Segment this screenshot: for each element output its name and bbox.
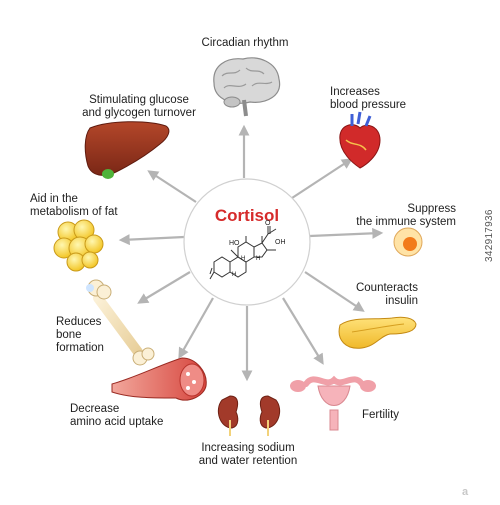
label-circadian-rhythm: Circadian rhythm <box>201 37 289 49</box>
uterus-icon <box>290 375 376 431</box>
label-counteracts-insulin: Counteracts insulin <box>355 282 418 307</box>
stock-id: 342917936 <box>484 209 495 262</box>
fat-cells-icon <box>53 219 104 272</box>
molecule-label-o: O <box>265 220 271 227</box>
arrow-fertility <box>282 297 324 365</box>
arrow-amino <box>178 297 214 359</box>
molecule-label-h2: H <box>256 256 261 262</box>
arrow-insulin <box>304 271 365 312</box>
molecule-label-oh: OH <box>275 239 286 246</box>
heart-icon <box>339 111 381 169</box>
label-increases-blood-pressure: Increases blood pressure <box>330 86 407 111</box>
center-circle <box>183 178 311 306</box>
arrow-blood-pressure <box>291 158 353 199</box>
molecule-label-h1: H <box>241 256 246 262</box>
immune-cell-icon <box>393 227 423 257</box>
label-increasing-sodium: Increasing sodium and water retention <box>198 442 298 467</box>
cortisol-title: Cortisol <box>214 206 280 225</box>
cortisol-molecule-icon <box>209 226 277 280</box>
pancreas-icon <box>338 316 417 349</box>
label-stimulating-glucose: Stimulating glucose and glycogen turnove… <box>82 94 196 119</box>
molecule-label-ho: HO <box>229 240 240 247</box>
molecule-label-h3: H <box>232 272 237 278</box>
muscle-icon <box>111 357 207 401</box>
label-fertility: Fertility <box>362 409 400 421</box>
arrow-fat <box>118 234 185 246</box>
brain-icon <box>213 57 281 117</box>
kidneys-icon <box>217 395 281 436</box>
label-suppress-immune-system: Suppress the immune system <box>356 203 456 228</box>
arrow-immune <box>309 227 384 239</box>
arrow-glucose <box>147 170 197 203</box>
label-reduces-bone-formation: Reduces bone formation <box>56 316 104 354</box>
arrow-bone <box>137 271 191 304</box>
label-decrease-amino-acid: Decrease amino acid uptake <box>70 403 164 428</box>
watermark-letter: a <box>462 486 469 498</box>
arrows <box>118 124 384 382</box>
bone-icon <box>86 279 155 366</box>
label-aid-fat-metabolism: Aid in the metabolism of fat <box>30 193 118 218</box>
liver-icon <box>84 121 170 179</box>
